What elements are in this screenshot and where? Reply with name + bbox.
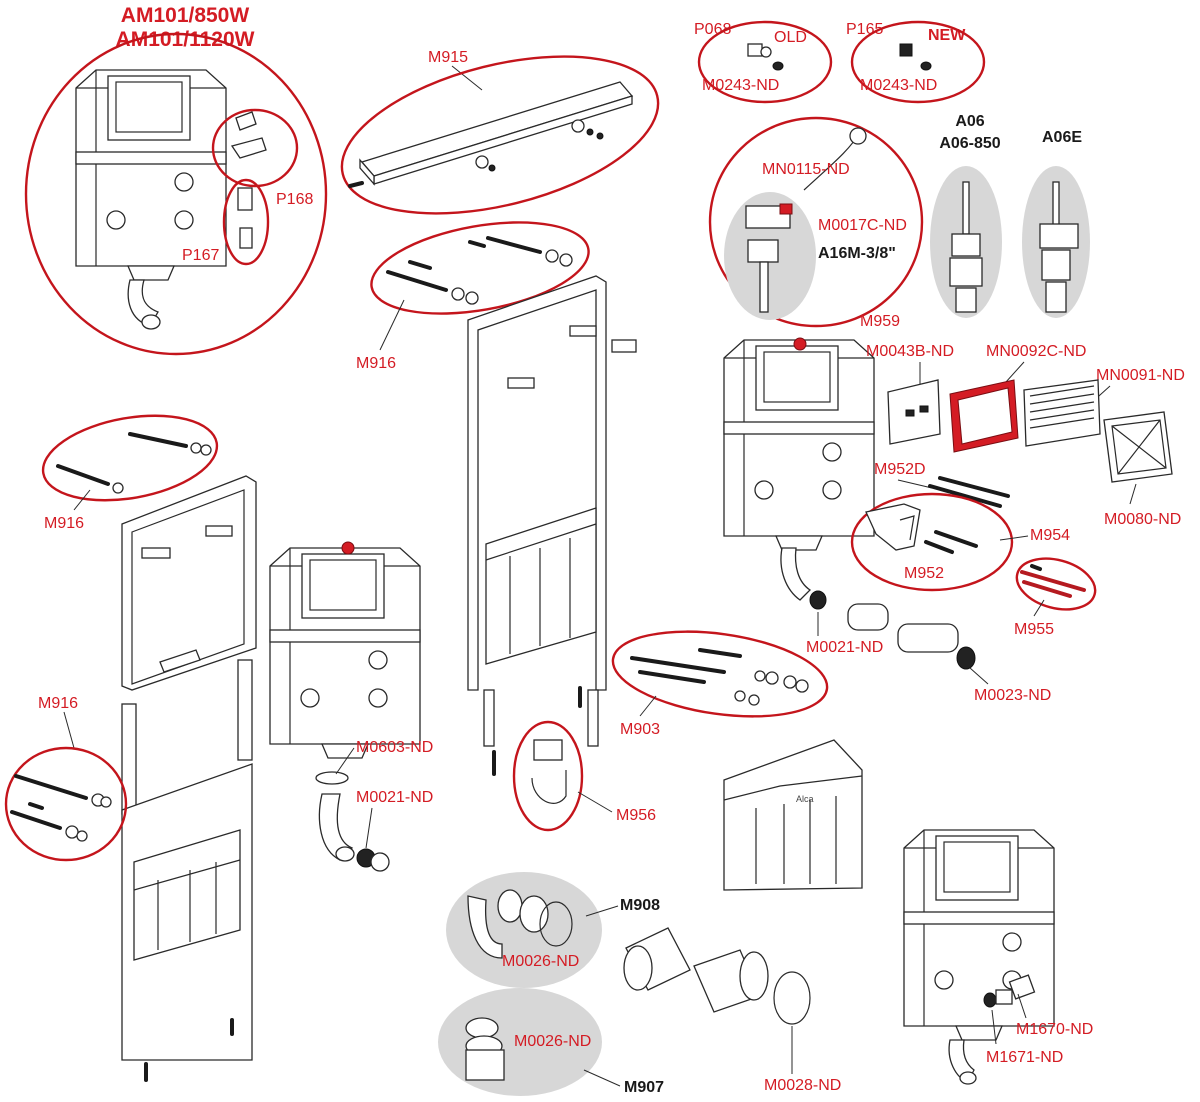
label-m952d: M952D <box>874 461 926 478</box>
p167-ring <box>222 178 270 266</box>
a06-group: A06 A06-850 <box>930 113 1002 318</box>
label-m0243-new: M0243-ND <box>860 77 937 94</box>
bottom-right-cistern-group: M1670-ND M1671-ND <box>903 829 1093 1085</box>
label-p068: P068 <box>694 21 731 38</box>
long-frame-left <box>121 659 253 1082</box>
label-m908: M908 <box>620 897 660 914</box>
m907-group: M0026-ND M907 <box>438 988 664 1096</box>
p165-group: P165 NEW M0243-ND <box>846 20 986 104</box>
m916-left-top-group: M916 <box>41 414 219 532</box>
label-m955: M955 <box>1014 621 1054 638</box>
short-frame <box>121 475 257 691</box>
label-m0023: M0023-ND <box>974 687 1051 704</box>
label-mn0091: MN0091-ND <box>1096 367 1185 384</box>
label-m0021-right: M0021-ND <box>806 639 883 656</box>
m916-left-bottom-group: M916 <box>4 695 128 862</box>
p165-ring <box>850 20 986 104</box>
m903-group: M903 <box>611 630 829 738</box>
label-a16m: A16M-3/8" <box>818 245 896 262</box>
label-m916-left-bottom: M916 <box>38 695 78 712</box>
label-m907: M907 <box>624 1079 664 1096</box>
m915-ring <box>340 55 660 215</box>
label-mn0115: MN0115-ND <box>762 161 850 178</box>
am101-cistern-group: AM101/850W AM101/1120W P168 P167 <box>24 4 328 356</box>
label-m0028: M0028-ND <box>764 1077 841 1094</box>
title-am101-1120w: AM101/1120W <box>116 28 255 51</box>
label-m915: M915 <box>428 49 468 66</box>
p168-ring <box>211 108 299 188</box>
alca-brand-mark: Alca <box>796 794 814 804</box>
label-mn0092c: MN0092C-ND <box>986 343 1086 360</box>
m954-group: M952D M954 M952 <box>850 461 1070 592</box>
label-m0243-old: M0243-ND <box>702 77 779 94</box>
label-m1670: M1670-ND <box>1016 1021 1093 1038</box>
label-m1671: M1671-ND <box>986 1049 1063 1066</box>
label-m0043b: M0043B-ND <box>866 343 954 360</box>
label-a06: A06 <box>955 113 984 130</box>
m916-center-group: M916 <box>356 221 590 372</box>
m903-ring <box>611 630 829 718</box>
m959-ring <box>708 116 924 328</box>
a06e-group: A06E <box>1022 129 1090 318</box>
label-m956: M956 <box>616 807 656 824</box>
right-cistern-group: M0021-ND M0023-ND <box>723 337 1051 704</box>
m916-center-ring <box>370 221 590 315</box>
label-p165: P165 <box>846 21 883 38</box>
label-p168: P168 <box>276 191 313 208</box>
label-a06-850: A06-850 <box>939 135 1000 152</box>
label-m952: M952 <box>904 565 944 582</box>
label-old: OLD <box>774 29 807 46</box>
center-cistern-group: M0603-ND M0021-ND <box>269 541 433 872</box>
label-m0021-center: M0021-ND <box>356 789 433 806</box>
m954-ring <box>850 492 1014 592</box>
m959-group: MN0115-ND M0017C-ND A16M-3/8" M959 <box>708 116 924 330</box>
p068-ring <box>697 20 833 104</box>
label-m916-center: M916 <box>356 355 396 372</box>
m916-left-bottom-ring <box>4 746 128 862</box>
m908-group: M908 M0026-ND <box>446 872 660 988</box>
tall-frame <box>467 275 637 776</box>
p068-group: P068 OLD M0243-ND <box>694 20 833 104</box>
title-am101-850w: AM101/850W <box>121 4 250 27</box>
m916-left-top-ring <box>41 414 219 502</box>
label-m0603: M0603-ND <box>356 739 433 756</box>
alca-insulation-panel: Alca <box>723 739 863 891</box>
label-p167: P167 <box>182 247 219 264</box>
label-a06e: A06E <box>1042 129 1082 146</box>
m956-group: M956 <box>512 720 656 832</box>
m955-ring <box>1015 557 1097 611</box>
label-m903: M903 <box>620 721 660 738</box>
label-m0017c: M0017C-ND <box>818 217 907 234</box>
plates-group: M0043B-ND MN0092C-ND MN0091-ND M0080-ND <box>866 343 1185 528</box>
m915-group: M915 <box>340 49 660 215</box>
label-m916-left-top: M916 <box>44 515 84 532</box>
label-m0026-m907: M0026-ND <box>514 1033 591 1050</box>
m915-washers <box>348 119 604 188</box>
m955-group: M955 <box>1014 557 1097 638</box>
label-m0026-m908: M0026-ND <box>502 953 579 970</box>
label-new: NEW <box>928 27 966 44</box>
flush-pipes-group: M0028-ND <box>623 927 841 1094</box>
m956-ring <box>512 720 584 832</box>
am101-highlight-ring <box>24 32 328 356</box>
label-m0080: M0080-ND <box>1104 511 1181 528</box>
label-m959: M959 <box>860 313 900 330</box>
label-m954: M954 <box>1030 527 1070 544</box>
